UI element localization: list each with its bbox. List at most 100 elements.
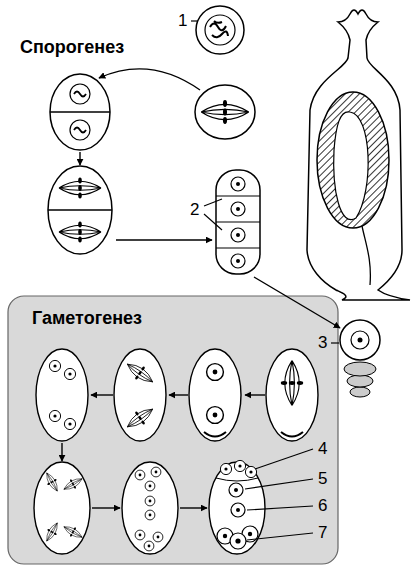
cell-wall [216,170,260,274]
process-arrow [169,394,188,395]
cell-wall [114,349,166,441]
section-heading: Спорогенез [20,38,124,57]
nucleus [207,364,224,381]
process-arrow [180,507,207,508]
degenerate-cell [344,362,376,376]
nucleus [70,120,90,140]
cell-wall [36,349,88,441]
cell-wall [195,85,255,139]
spindle [42,520,62,543]
nucleus [231,177,245,191]
nucleus [70,84,90,104]
cell-wall [34,462,90,554]
process-arrow [79,152,80,165]
leader-line [247,533,313,540]
nucleus [49,360,60,371]
spindle [61,474,84,494]
leader-line [331,342,339,343]
callout-number: 2 [190,201,199,219]
cell-wall [216,195,260,196]
funicle [362,226,370,285]
megasporocyte-cell [196,6,244,54]
tetrad-cells [216,170,260,274]
cell-wall [216,221,260,222]
egg-cell [230,533,246,549]
spindle [42,470,62,493]
spindle [201,100,249,124]
cell-wall [48,209,112,210]
process-arrow [116,239,212,240]
spindle [281,361,303,406]
cell-wall [122,462,178,554]
callout-number: 4 [318,440,327,458]
panel-region: Гаметогенез [8,296,338,564]
callout-number: 3 [318,334,327,352]
nucleolus [358,338,363,343]
embryo-sac-region [334,112,368,220]
cell-wall [48,166,112,254]
nucleus [145,510,155,520]
nucleus [145,496,155,506]
antipodal-cell [220,463,231,474]
process-arrow [254,277,340,328]
panel-outline [8,296,338,564]
degenerate-cells [204,432,226,437]
meiosis-two-cell [48,166,112,254]
nucleus [223,534,227,538]
nucleus [49,410,60,421]
spindle [123,358,157,388]
cell-wall [189,349,241,441]
antipodal-walls [216,478,258,481]
antipodal-cell [234,460,245,471]
pistil-drawing [307,10,410,300]
cell-wall [216,247,260,248]
nucleus [151,467,161,477]
callout-number: 1 [178,12,187,30]
panel-heading: Гаметогенез [32,308,142,329]
spindle [59,178,101,199]
degenerate-cell [350,387,370,397]
degenerate-cells [281,432,303,437]
process-arrow [61,443,62,461]
callout-number: 7 [318,524,327,542]
spindle [123,403,157,433]
nucleus [135,470,145,480]
nucleus [231,254,245,268]
polar-nucleus [229,483,243,497]
dyad-cell [50,74,110,150]
nucleus [64,368,75,379]
cell-wall [50,74,110,150]
nucleus [231,228,245,242]
meiosis-one-cell [195,85,255,139]
spindle [61,522,84,542]
process-arrow [99,69,200,90]
nucleus [135,530,145,540]
leader-line [245,479,313,489]
nucleus [248,532,252,536]
cell-wall [266,349,318,441]
functional-megaspore [340,320,380,397]
nucleus [64,418,75,429]
spindle [59,222,101,243]
process-arrow [91,394,113,395]
antipodal-cell [245,466,256,477]
process-arrow [92,507,120,508]
ovule [317,92,389,228]
process-arrow [245,394,265,395]
nucleus [235,538,240,543]
callout-number: 5 [318,470,327,488]
leader-line [191,20,197,21]
nucleus [144,541,154,551]
cell-wall [340,320,380,360]
pistil-outline [307,10,410,300]
cell-wall [50,111,110,112]
polar-nucleus [231,503,245,517]
embryo-sac [209,462,265,554]
nucleus [351,331,369,349]
callout-number: 6 [318,497,327,515]
nucleus [153,532,163,542]
chromosomes [74,92,86,97]
leader-line [204,199,222,206]
